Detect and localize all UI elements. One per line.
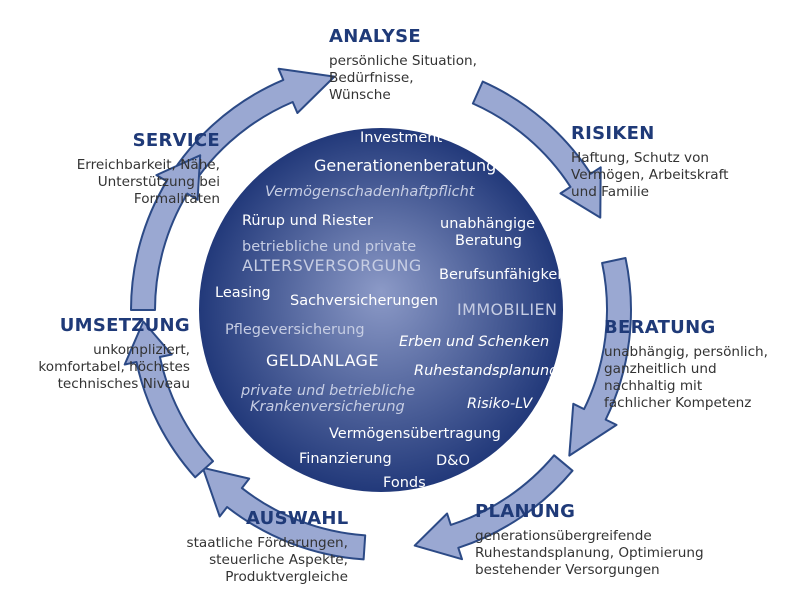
stage-desc-line: steuerliche Aspekte, bbox=[209, 552, 348, 568]
stage-title-auswahl: AUSWAHL bbox=[246, 508, 349, 529]
center-term: Beratung bbox=[455, 233, 522, 249]
stage-title-beratung: BERATUNG bbox=[604, 317, 716, 338]
center-term: unabhängige bbox=[440, 216, 536, 232]
stage-desc-line: Bedürfnisse, bbox=[329, 70, 414, 86]
center-term: betriebliche und private bbox=[242, 239, 417, 255]
stage-desc-line: generationsübergreifende bbox=[475, 528, 652, 544]
stage-desc-line: Ruhestandsplanung, Optimierung bbox=[475, 545, 704, 561]
stage-desc-analyse: persönliche Situation, Bedürfnisse, Wüns… bbox=[329, 53, 477, 104]
center-term: Leasing bbox=[215, 285, 271, 301]
center-term: ALTERSVERSORGUNG bbox=[242, 256, 422, 275]
stage-title-planung: PLANUNG bbox=[475, 501, 576, 522]
center-term: GELDANLAGE bbox=[266, 351, 379, 370]
stage-desc-umsetzung: unkompliziert, komfortabel, höchstes tec… bbox=[38, 342, 190, 393]
stage-title-umsetzung: UMSETZUNG bbox=[59, 315, 190, 336]
center-term: IMMOBILIEN bbox=[457, 300, 558, 319]
stage-desc-line: Erreichbarkeit, Nähe, bbox=[76, 157, 220, 173]
center-term: Sachversicherungen bbox=[290, 293, 439, 309]
arrow-auswahl-to-umsetzung bbox=[123, 320, 214, 479]
stage-desc-line: nachhaltig mit bbox=[604, 378, 703, 394]
stage-desc-line: unkompliziert, bbox=[93, 342, 190, 358]
stage-desc-risiken: Haftung, Schutz von Vermögen, Arbeitskra… bbox=[571, 150, 729, 201]
center-term: Risiko-LV bbox=[467, 396, 533, 412]
stage-title-risiken: RISIKEN bbox=[571, 123, 655, 144]
stage-desc-line: bestehender Versorgungen bbox=[475, 562, 660, 578]
stage-desc-line: unabhängig, persönlich, bbox=[604, 344, 768, 360]
center-term: Rürup und Riester bbox=[242, 213, 373, 229]
stage-desc-service: Erreichbarkeit, Nähe, Unterstützung bei … bbox=[77, 157, 220, 208]
center-term: Erben und Schenken bbox=[399, 334, 550, 350]
center-term: Vermögensübertragung bbox=[329, 426, 501, 442]
stage-desc-planung: generationsübergreifende Ruhestandsplanu… bbox=[475, 528, 704, 579]
arrow-analyse-to-risiken bbox=[471, 80, 602, 219]
stage-desc-line: Haftung, Schutz von bbox=[571, 150, 710, 166]
stage-desc-line: ganzheitlich und bbox=[604, 361, 717, 377]
arrow-risiken-to-beratung bbox=[568, 257, 632, 457]
center-term: Pflegeversicherung bbox=[225, 322, 365, 338]
center-term: Ruhestandsplanung bbox=[414, 363, 559, 379]
center-term: Fonds bbox=[383, 475, 426, 491]
arrow-beratung-to-planung bbox=[413, 454, 574, 561]
arrow-umsetzung-to-service bbox=[130, 154, 202, 311]
stage-desc-line: Formalitäten bbox=[133, 191, 220, 207]
central-circle bbox=[199, 128, 563, 492]
stage-desc-line: komfortabel, höchstes bbox=[38, 359, 190, 375]
center-term: Generationenberatung bbox=[314, 156, 497, 175]
stage-desc-line: und Familie bbox=[571, 184, 650, 200]
center-term: Berufsunfähigkeit bbox=[439, 267, 567, 283]
center-term: private und betriebliche bbox=[241, 383, 416, 399]
stage-desc-line: fachlicher Kompetenz bbox=[604, 395, 752, 411]
stage-desc-line: Vermögen, Arbeitskraft bbox=[571, 167, 729, 183]
stage-desc-line: staatliche Förderungen, bbox=[186, 535, 348, 551]
center-term: Krankenversicherung bbox=[250, 399, 405, 415]
stage-title-analyse: ANALYSE bbox=[329, 26, 421, 47]
stage-title-service: SERVICE bbox=[132, 130, 220, 151]
center-term: Vermögenschadenhaftpflicht bbox=[265, 184, 475, 200]
arrow-service-to-analyse bbox=[161, 67, 336, 202]
center-term: Investment bbox=[360, 130, 443, 146]
center-term: D&O bbox=[436, 453, 470, 469]
stage-desc-auswahl: staatliche Förderungen, steuerliche Aspe… bbox=[187, 535, 348, 586]
stage-desc-line: Produktvergleiche bbox=[225, 569, 348, 585]
stage-desc-line: technisches Niveau bbox=[57, 376, 190, 392]
center-term: Finanzierung bbox=[299, 451, 392, 467]
stage-desc-line: Unterstützung bei bbox=[97, 174, 220, 190]
stage-desc-line: persönliche Situation, bbox=[329, 53, 477, 69]
stage-desc-beratung: unabhängig, persönlich, ganzheitlich und… bbox=[604, 344, 768, 412]
stage-desc-line: Wünsche bbox=[329, 87, 391, 103]
